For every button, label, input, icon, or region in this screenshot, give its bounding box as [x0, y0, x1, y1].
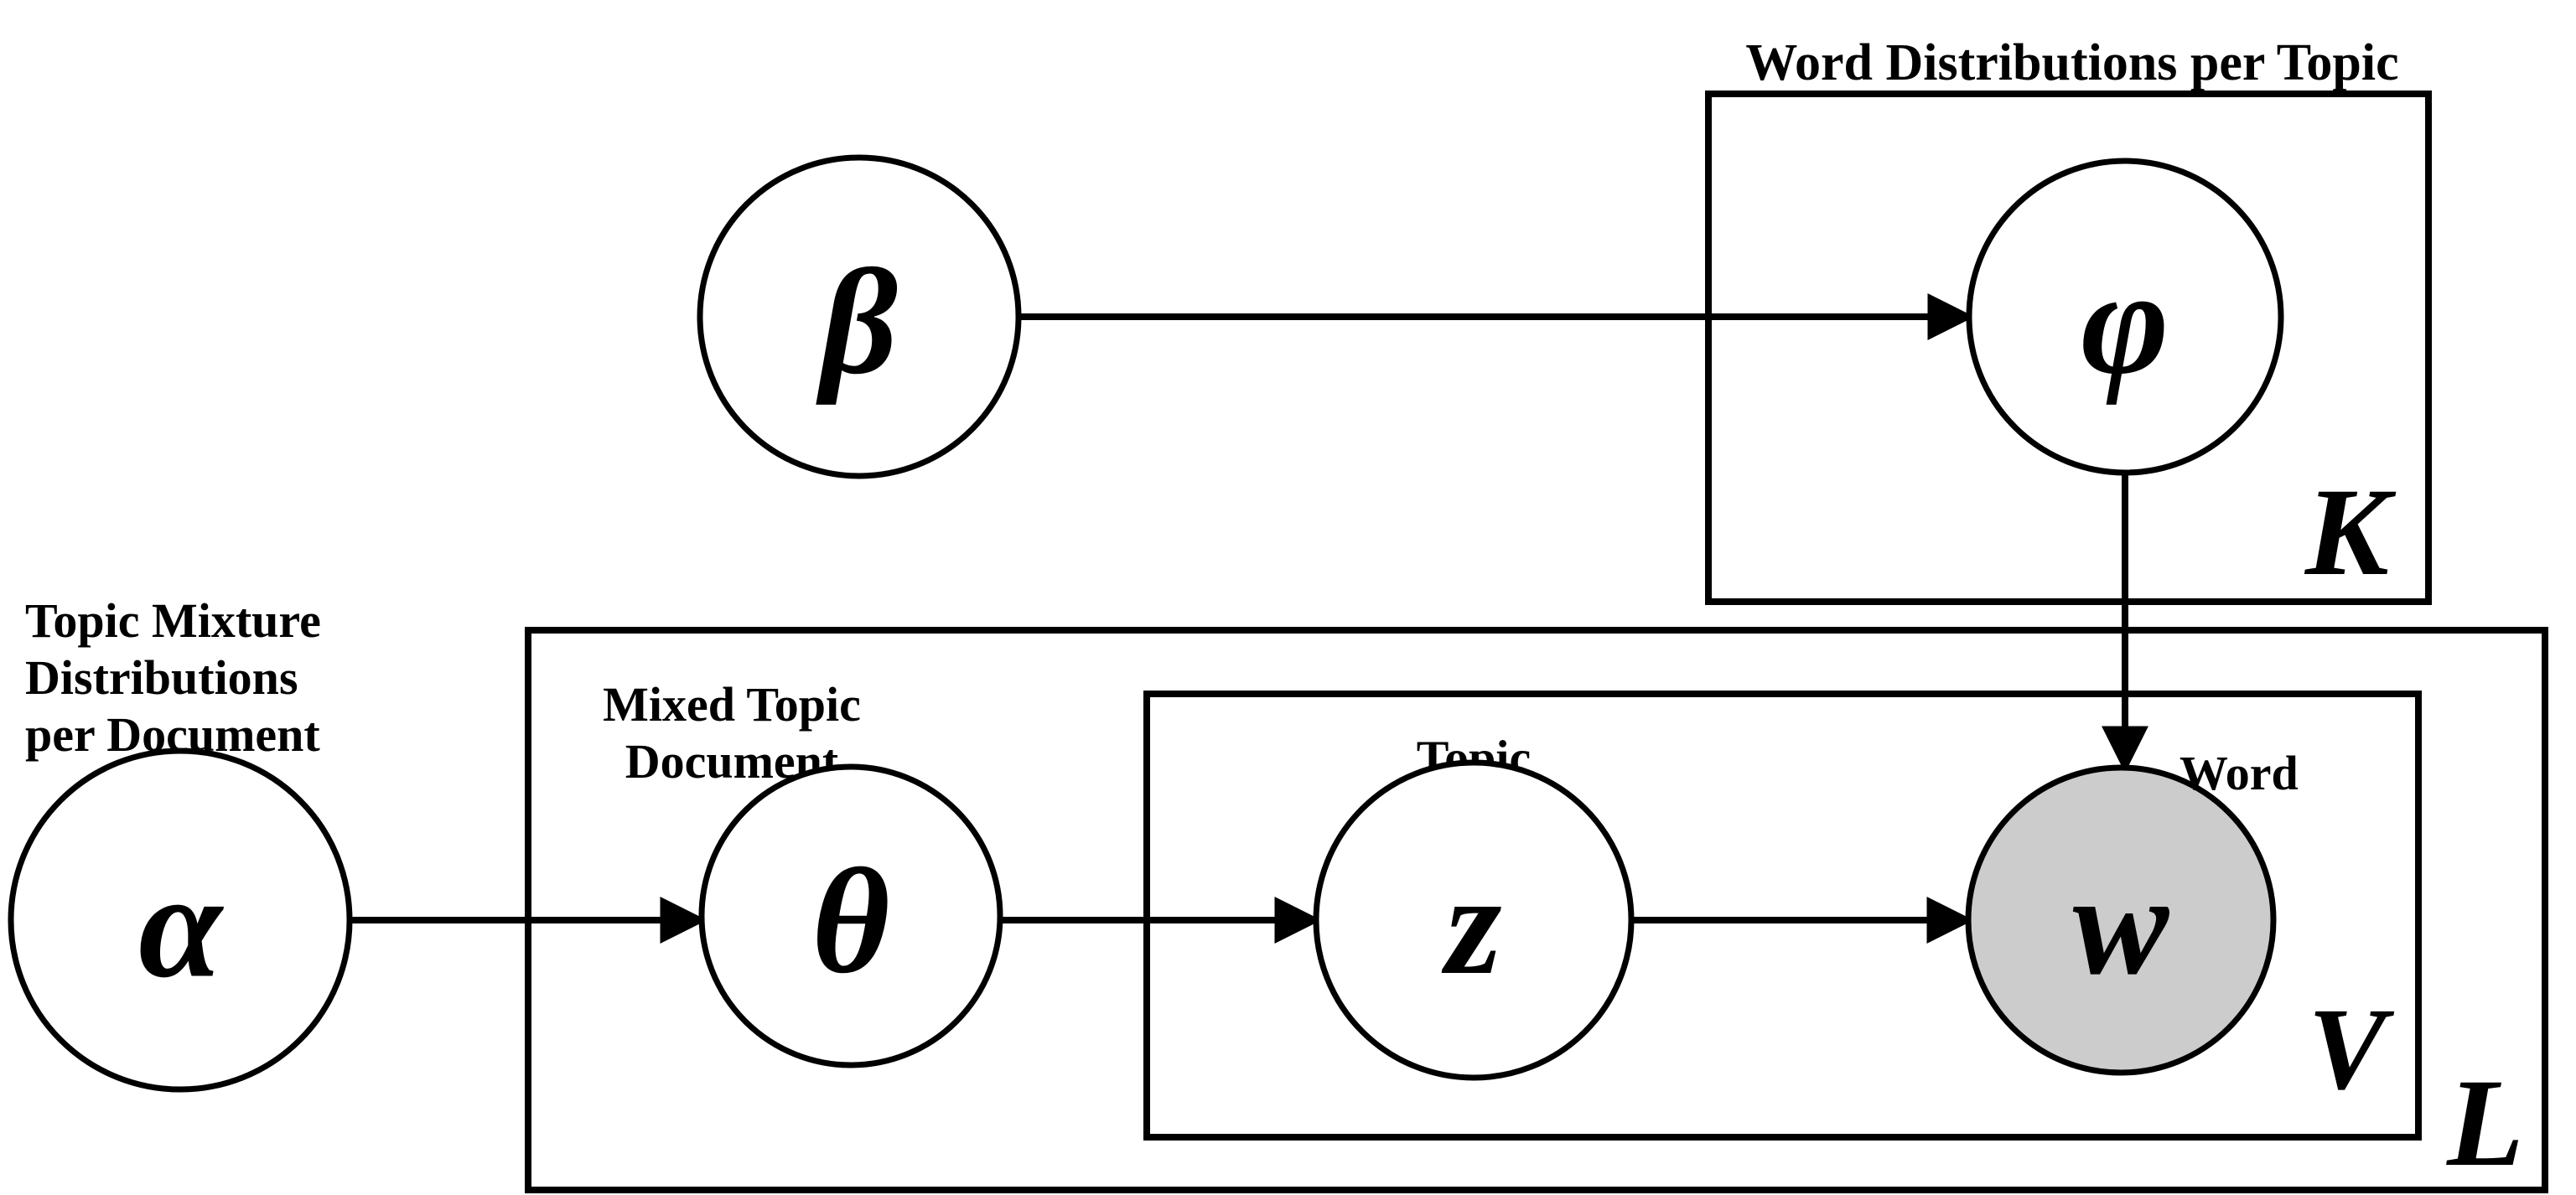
w-node[interactable]: w [1965, 764, 2277, 1076]
plate-v-label: V [2308, 985, 2394, 1115]
beta-node-label: β [816, 239, 898, 406]
z-node-circle[interactable] [1313, 759, 1635, 1081]
phi-node-circle[interactable] [1966, 158, 2284, 476]
phi-node[interactable]: φ [1966, 158, 2284, 476]
nodes-layer: β φ α θ z w [8, 154, 2284, 1093]
plate-k-label: K [2304, 463, 2397, 602]
w-node-label: w [2073, 846, 2170, 1005]
z-node-label: z [1442, 846, 1502, 1005]
word-caption: Word [2179, 746, 2299, 800]
plate-v-rect[interactable] [1143, 691, 2422, 1141]
theta-node-circle[interactable] [698, 763, 1003, 1068]
w-node-circle[interactable] [1965, 764, 2277, 1076]
alpha-node[interactable]: α [8, 748, 353, 1093]
alpha-node-label: α [138, 842, 224, 1009]
theta-node[interactable]: θ [698, 763, 1003, 1068]
plate-k-rect[interactable] [1705, 91, 2432, 605]
beta-node-circle[interactable] [697, 154, 1022, 479]
plate-k-caption: Word Distributions per Topic [1745, 34, 2398, 91]
beta-node[interactable]: β [697, 154, 1022, 479]
phi-node-label: φ [2081, 239, 2169, 406]
plate-l-rect[interactable] [525, 627, 2548, 1193]
plate-l-label: L [2445, 1053, 2524, 1192]
edges-layer [350, 293, 2148, 944]
alpha-node-circle[interactable] [8, 748, 353, 1093]
theta-node-label: θ [811, 838, 889, 1005]
z-node[interactable]: z [1313, 759, 1635, 1081]
